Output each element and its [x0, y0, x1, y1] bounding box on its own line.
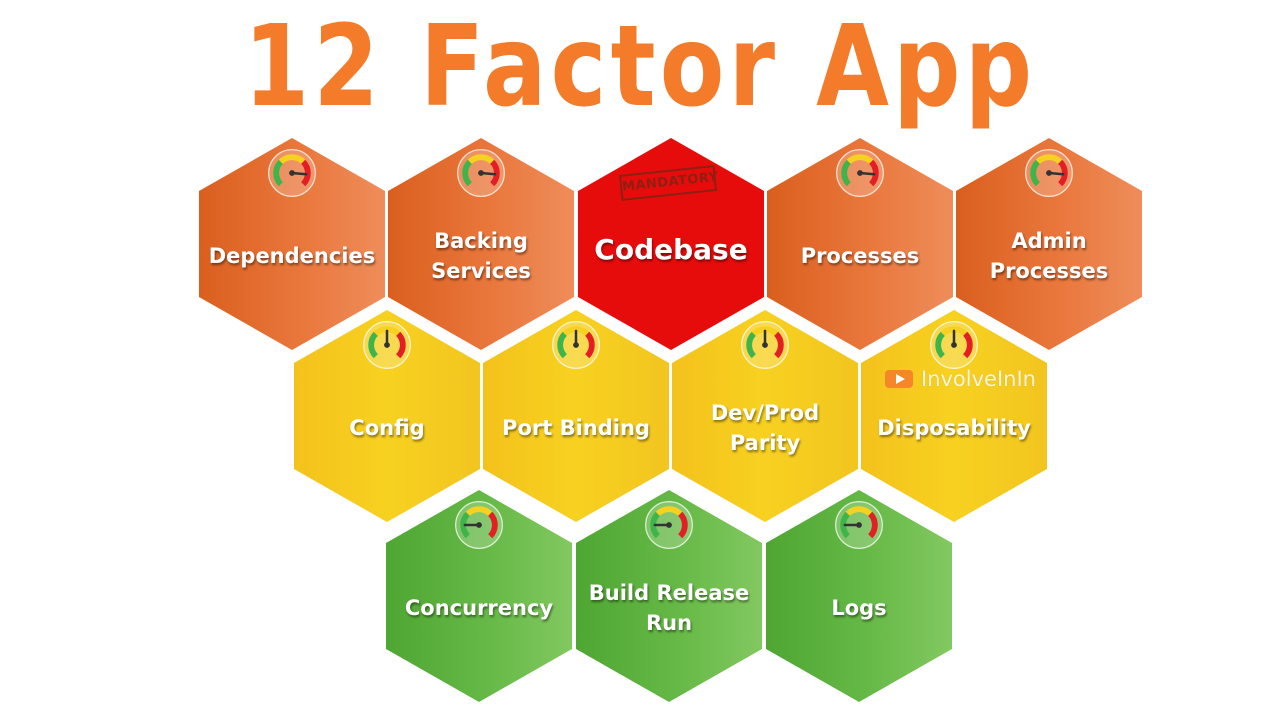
hex-label: Dependencies	[208, 244, 376, 268]
gauge-icon	[363, 321, 411, 369]
mandatory-stamp: MANDATORY	[618, 165, 719, 201]
hex-label: Config	[349, 416, 425, 440]
hex-concurrency: Concurrency	[386, 490, 572, 702]
hex-port-binding: Port Binding	[483, 310, 669, 522]
watermark: InvolveInIn	[885, 366, 1036, 392]
hex-label: Dev/Prod Parity	[710, 401, 820, 455]
watermark-text: InvolveInIn	[921, 367, 1036, 391]
hex-dependencies: Dependencies	[199, 138, 385, 350]
hex-label: Backing Services	[431, 229, 531, 283]
gauge-icon	[741, 321, 789, 369]
gauge-icon	[552, 321, 600, 369]
gauge-icon	[455, 501, 503, 549]
hex-dev-prod-parity: Dev/Prod Parity	[672, 310, 858, 522]
gauge-icon	[930, 321, 978, 369]
hex-codebase: MANDATORY Codebase	[578, 138, 764, 350]
hex-processes: Processes	[767, 138, 953, 350]
hex-backing-services: Backing Services	[388, 138, 574, 350]
hex-label: Concurrency	[404, 596, 554, 620]
gauge-icon	[835, 501, 883, 549]
hex-label: Build Release Run	[588, 581, 750, 635]
hex-label: Port Binding	[502, 416, 650, 440]
gauge-icon	[268, 149, 316, 197]
hex-label: Processes	[800, 244, 920, 268]
hex-build-release-run: Build Release Run	[576, 490, 762, 702]
hex-disposability: Disposability	[861, 310, 1047, 522]
hex-config: Config	[294, 310, 480, 522]
hex-logs: Logs	[766, 490, 952, 702]
page-title: 12 Factor App	[243, 2, 1037, 132]
gauge-icon	[645, 501, 693, 549]
hex-label: Logs	[831, 596, 887, 620]
gauge-icon	[457, 149, 505, 197]
hex-label: Admin Processes	[989, 229, 1109, 283]
hex-label: Disposability	[877, 416, 1031, 440]
gauge-icon	[1025, 149, 1073, 197]
hex-admin-processes: Admin Processes	[956, 138, 1142, 350]
youtube-icon	[885, 370, 913, 388]
gauge-icon	[836, 149, 884, 197]
hex-label: Codebase	[594, 233, 748, 266]
